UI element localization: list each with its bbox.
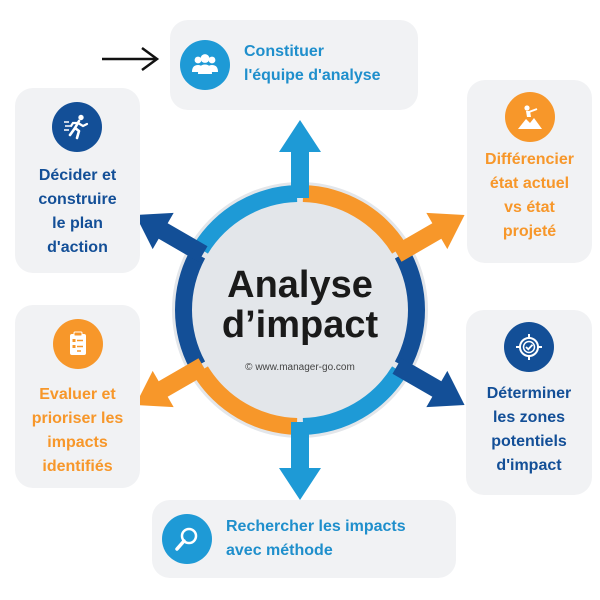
step-label-team-line1: Constituer [244,43,324,60]
team-icon [180,40,230,90]
step-label-zones-line3: potentiels [491,433,567,450]
step-card-evaluate-impacts: Evaluer et prioriser les impacts identif… [15,305,140,488]
step-label-action-line3: le plan [52,215,103,232]
magnifier-icon [162,514,212,564]
ring-segment-search [302,366,407,435]
step-card-team: Constituer l'équipe d'analyse [170,20,418,110]
arrow-to-compare [392,212,465,262]
ring-segment-zones [394,250,426,370]
arrow-to-search [279,422,321,500]
mountain-climber-icon [505,92,555,142]
step-label-zones-line4: d'impact [496,457,562,474]
runner-icon [52,102,102,152]
ring-segment-compare [302,185,407,254]
step-label-team-line2: l'équipe d'analyse [244,67,381,84]
step-card-search-impacts: Rechercher les impacts avec méthode [152,500,456,578]
step-label-compare-line2: état actuel [489,175,570,192]
step-label-compare-line4: projeté [502,223,557,240]
step-label-evaluate-line1: Evaluer et [39,386,116,403]
copyright-text: © www.manager-go.com [245,362,355,373]
step-label-zones-line1: Déterminer [486,385,572,402]
center-title: Analyse d’impact [200,265,400,345]
clipboard-checklist-icon [53,319,103,369]
pointer-arrow-icon [102,46,160,72]
ring-segment-team [193,185,298,254]
ring-segment-evaluate [193,366,298,435]
arrow-to-team [279,120,321,198]
step-label-search-line1: Rechercher les impacts [226,518,406,535]
center-title-line1: Analyse [227,264,373,306]
step-label-compare-line1: Différencier [485,151,574,168]
step-label-evaluate-line3: impacts [47,434,108,451]
step-card-impact-zones: Déterminer les zones potentiels d'impact [466,310,592,495]
ring-segment-action [175,250,206,370]
step-label-search-line2: avec méthode [226,542,333,559]
step-label-action-line2: construire [38,191,117,208]
arrow-to-evaluate [135,358,208,408]
step-card-action-plan: Décider et construire le plan d'action [15,88,140,273]
step-label-evaluate-line2: prioriser les [31,410,124,427]
step-card-compare-state: Différencier état actuel vs état projeté [467,80,592,263]
center-disc [194,204,406,416]
step-label-evaluate-line4: identifiés [42,458,113,475]
target-icon [504,322,554,372]
step-label-zones-line2: les zones [492,409,566,426]
arrow-to-zones [392,358,465,408]
step-label-compare-line3: vs état [504,199,555,216]
step-label-action-line4: d'action [47,239,108,256]
center-title-line2: d’impact [221,304,379,346]
step-label-action-line1: Décider et [38,167,117,184]
arrow-to-action [135,212,208,262]
